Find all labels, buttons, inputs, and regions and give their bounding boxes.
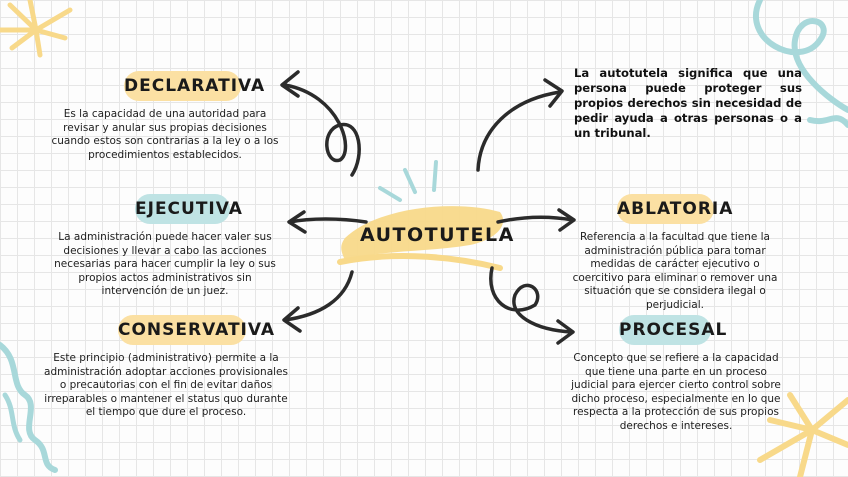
squiggle-bottom-left-decoration-2	[5, 395, 20, 440]
ejecutiva-description: La administración puede hacer valer sus …	[46, 231, 284, 299]
conservativa-description: Este principio (administrativo) permite …	[40, 352, 292, 420]
ablatoria-description: Referencia a la facultad que tiene la ad…	[568, 231, 782, 312]
center-burst-decoration	[380, 162, 436, 200]
declarativa-label: DECLARATIVA	[124, 71, 241, 101]
procesal-description: Concepto que se refiere a la capacidad q…	[566, 352, 786, 433]
procesal-label: PROCESAL	[619, 315, 711, 345]
arrow-to-ejecutiva	[290, 219, 366, 222]
center-title: AUTOTUTELA	[360, 224, 490, 246]
ejecutiva-label: EJECUTIVA	[135, 194, 230, 224]
arrow-to-declarativa	[285, 85, 359, 175]
arrowhead-declarativa	[282, 72, 298, 96]
starburst-top-left-decoration	[0, 0, 70, 55]
arrow-to-ablatoria	[498, 217, 573, 222]
definition-text: La autotutela significa que una persona …	[574, 66, 802, 141]
arrow-to-definition	[478, 92, 560, 170]
ablatoria-label: ABLATORIA	[617, 194, 714, 224]
center-brush-underline	[340, 256, 500, 268]
conservativa-label: CONSERVATIVA	[118, 315, 246, 345]
declarativa-description: Es la capacidad de una autoridad para re…	[46, 108, 284, 162]
